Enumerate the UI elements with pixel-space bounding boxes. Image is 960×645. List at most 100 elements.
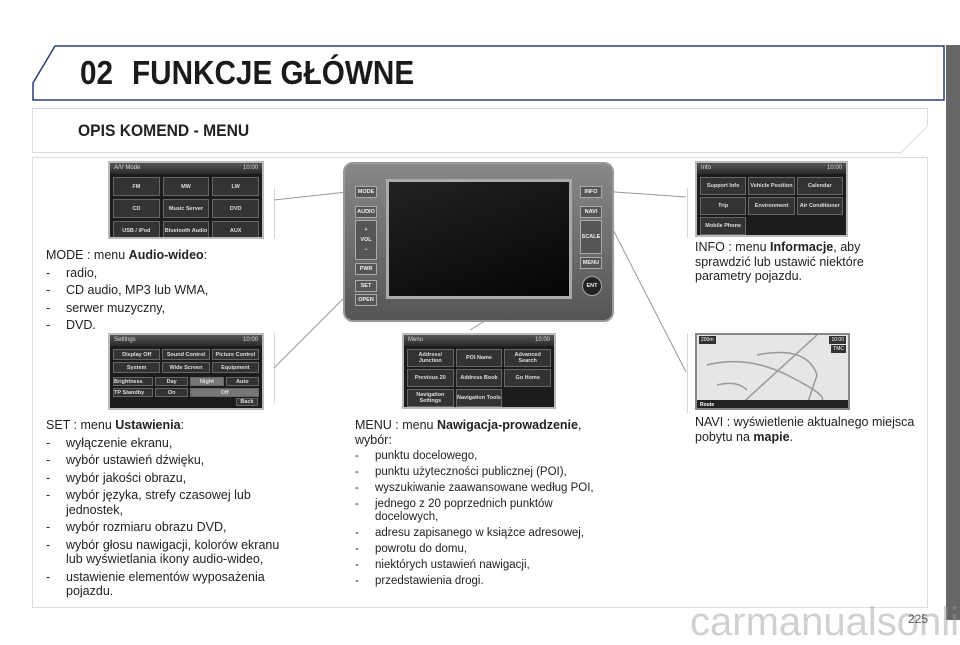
menu-nav-settings: Navigation Settings [407, 389, 454, 407]
av-mw: MW [162, 177, 210, 196]
scale-button[interactable]: SCALE [580, 220, 602, 254]
menu-title: Menu [408, 337, 424, 343]
av-bluetooth: Bluetooth Audio [162, 221, 210, 237]
set-back: Back [236, 398, 258, 406]
av-lw: LW [212, 177, 259, 196]
set-wide: Wide Screen [162, 362, 210, 373]
chapter-title: FUNKCJE GŁÓWNE [132, 54, 415, 91]
vol-minus[interactable]: − [364, 247, 368, 253]
section-header: OPIS KOMEND - MENU [32, 108, 928, 153]
set-bold: Ustawienia [115, 418, 181, 432]
list-item: wybór ustawień dźwięku, [46, 453, 296, 468]
list-item: jednego z 20 poprzednich punktów docelow… [355, 498, 610, 524]
set-standby: TP Standby [113, 388, 153, 397]
navi-suffix: . [789, 429, 794, 444]
info-environment: Environment [748, 197, 795, 215]
map-scale: 200m [699, 336, 716, 344]
menu-poi: POI Name [455, 349, 503, 367]
info-clock: 10:00 [826, 165, 842, 171]
set-auto: Auto [225, 377, 259, 386]
menu-go-home: Go Home [504, 369, 551, 387]
av-fm: FM [113, 177, 160, 196]
list-item: punktu użyteczności publicznej (POI), [355, 466, 610, 479]
watermark: carmanualsonline.info [690, 600, 960, 644]
list-item: wybór jakości obrazu, [46, 471, 296, 486]
head-unit-device: MODE AUDIO + VOL − PWR SET OPEN INFO NAV… [343, 162, 614, 322]
info-calendar: Calendar [796, 177, 843, 195]
av-dvd: DVD [212, 199, 259, 218]
mode-bold: Audio-wideo [128, 248, 204, 262]
av-aux: AUX [212, 221, 259, 237]
info-suffix: , aby sprawdzić lub ustawić niektóre par… [695, 240, 864, 283]
list-item: DVD. [46, 318, 271, 333]
pwr-button[interactable]: PWR [355, 263, 377, 275]
info-vehicle-position: Vehicle Position [748, 177, 795, 195]
open-button[interactable]: OPEN [355, 294, 377, 306]
info-description: INFO : menu Informacje, aby sprawdzić lu… [695, 240, 895, 284]
list-item: powrotu do domu, [355, 543, 610, 556]
set-picture: Picture Control [211, 349, 259, 360]
ent-knob[interactable]: ENT [582, 276, 602, 296]
info-title: Info [701, 165, 712, 171]
navi-prefix: NAVI : wyświetlenie aktualnego miejsca p… [695, 415, 915, 444]
menu-nav-tools: Navigation Tools [455, 389, 503, 407]
list-item: wyłączenie ekranu, [46, 436, 296, 451]
menu-button[interactable]: MENU [580, 257, 602, 269]
navi-map-screenshot: 200m 10:00 TMC Route [695, 333, 850, 410]
menu-description: MENU : menu Nawigacja-prowadzenie, wybór… [355, 418, 610, 588]
list-item: wybór rozmiaru obrazu DVD, [46, 520, 296, 535]
av-usb: USB / iPod [113, 221, 160, 237]
menu-bold: Nawigacja-prowadzenie [436, 418, 578, 432]
info-air-conditioner: Air Conditioner [796, 197, 843, 215]
list-item: radio, [46, 266, 271, 281]
list-item: punktu docelowego, [355, 450, 610, 463]
mode-button[interactable]: MODE [355, 186, 377, 198]
list-item: wybór języka, strefy czasowej lub jednos… [46, 488, 296, 517]
vol-plus[interactable]: + [364, 227, 368, 233]
menu-previous: Previous 20 [407, 369, 454, 387]
set-day: Day [155, 377, 189, 386]
menu-suffix: , wybór: [355, 418, 582, 447]
set-display-off: Display Off [113, 349, 161, 360]
list-item: niektórych ustawień nawigacji, [355, 559, 610, 572]
device-screen [386, 179, 572, 299]
set-sound: Sound Control [162, 349, 210, 360]
settings-title: Settings [114, 337, 136, 343]
set-off: Off [190, 388, 259, 397]
map-tmc: TMC [831, 345, 846, 353]
navi-description: NAVI : wyświetlenie aktualnego miejsca p… [695, 415, 930, 444]
volume-rocker[interactable]: + VOL − [355, 220, 377, 260]
navi-bold: mapie [753, 429, 790, 444]
set-button[interactable]: SET [355, 280, 377, 292]
list-item: ustawienie elementów wyposażenia pojazdu… [46, 570, 296, 599]
info-prefix: INFO : menu [695, 240, 771, 254]
list-item: serwer muzyczny, [46, 301, 271, 316]
info-button[interactable]: INFO [580, 186, 602, 198]
list-item: wyszukiwanie zaawansowane według POI, [355, 482, 610, 495]
settings-clock: 10:00 [242, 337, 258, 343]
set-equipment: Equipment [211, 362, 259, 373]
mode-suffix: : [203, 248, 208, 262]
list-item: adresu zapisanego w książce adresowej, [355, 527, 610, 540]
info-trip: Trip [700, 197, 747, 215]
info-bold: Informacje [770, 240, 834, 254]
chapter-header: 02 FUNKCJE GŁÓWNE [32, 45, 945, 101]
set-prefix: SET : menu [46, 418, 116, 432]
side-tab [946, 45, 960, 620]
set-description: SET : menu Ustawienia: wyłączenie ekranu… [46, 418, 296, 599]
set-system: System [113, 362, 161, 373]
set-on: On [155, 388, 189, 397]
map-clock: 10:00 [829, 336, 846, 344]
section-title: OPIS KOMEND - MENU [78, 121, 250, 140]
av-title: A/V Mode [114, 165, 141, 171]
info-support: Support Info [700, 177, 747, 195]
av-music-server: Music Server [162, 199, 210, 218]
list-item: przedstawienia drogi. [355, 575, 610, 588]
audio-button[interactable]: AUDIO [355, 206, 377, 218]
page-number: 225 [907, 612, 928, 626]
mode-description: MODE : menu Audio-wideo: radio, CD audio… [46, 248, 271, 333]
menu-address-book: Address Book [455, 369, 503, 387]
navi-button[interactable]: NAVI [580, 206, 602, 218]
